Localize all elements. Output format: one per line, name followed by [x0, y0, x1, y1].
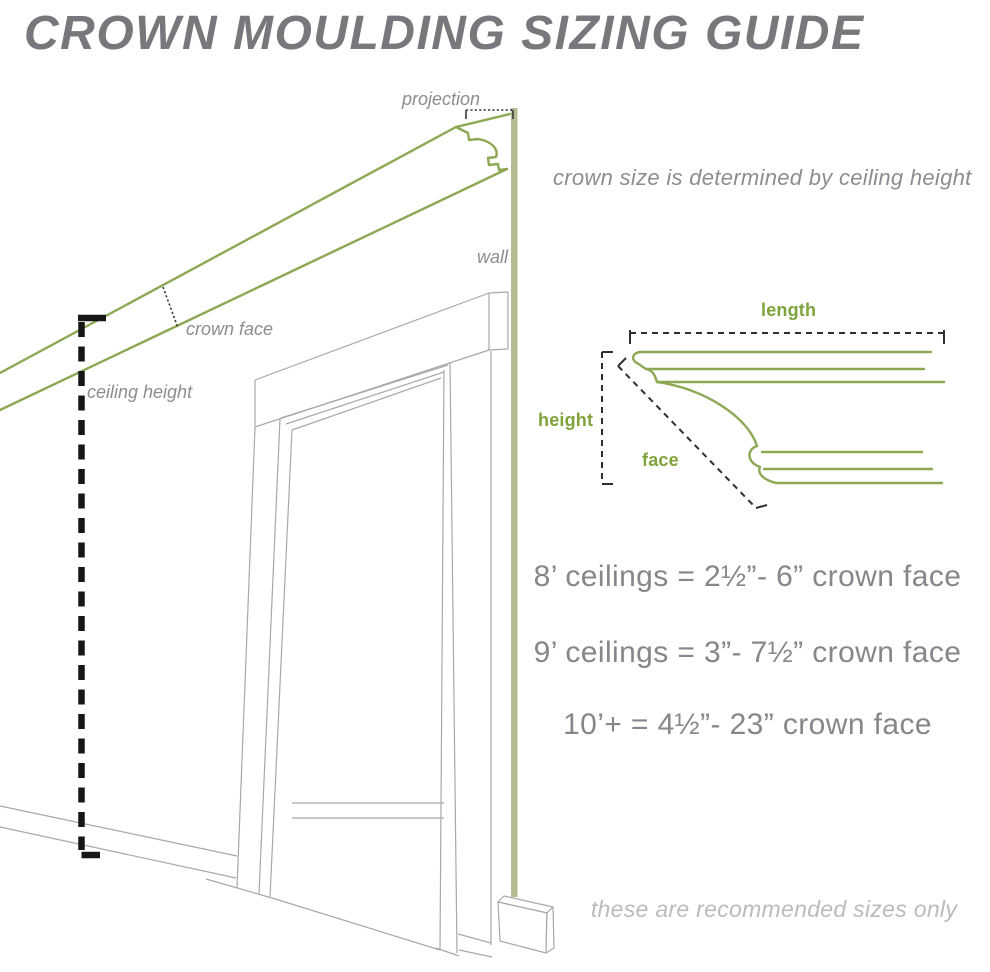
length-label: length [761, 300, 817, 320]
footer-note: these are recommended sizes only [590, 896, 958, 922]
profile-top-steps [632, 350, 659, 384]
length-dimension-line [629, 330, 945, 344]
wall-label: wall [477, 247, 509, 267]
door-head-line-1 [280, 364, 449, 419]
profile-bottom-steps [748, 444, 778, 485]
sizing-rule-8ft: 8’ ceilings = 2½”- 6” crown face [533, 560, 962, 593]
face-dimension-line [617, 357, 768, 509]
floor-line-left [205, 878, 273, 899]
sizing-rule-9ft: 9’ ceilings = 3”- 7½” crown face [533, 636, 962, 669]
sizing-rule-10ft: 10’+ = 4½”- 23” crown face [563, 708, 932, 741]
height-label: height [538, 410, 594, 430]
floor-line-right [457, 933, 493, 958]
wall-edge-band [511, 108, 518, 897]
right-jamb-edge [439, 369, 445, 951]
face-label: face [642, 450, 679, 470]
crown-profile-cross-section [601, 330, 946, 509]
door-frame-drawing [0, 291, 555, 958]
doorway-top-edge [291, 377, 442, 431]
crown-bottom-edge-line [0, 167, 509, 412]
door-header-return-top [488, 291, 509, 294]
baseboard-bottom [0, 826, 237, 879]
door-header-return-side [488, 292, 509, 351]
crown-top-edge-line [0, 125, 458, 375]
crown-moulding-drawing [0, 112, 512, 412]
left-casing-inner [258, 418, 281, 895]
wall-perspective-drawing [0, 108, 555, 958]
page-title: CROWN MOULDING SIZING GUIDE [24, 7, 865, 60]
profile-cove-curve [655, 380, 759, 448]
floor-line-doorway [271, 897, 441, 951]
projection-dimension-line [465, 109, 514, 119]
door-head-line-2 [285, 371, 445, 425]
right-casing-bottom-cut [435, 947, 460, 957]
crown-ceiling-edge [454, 112, 512, 129]
crown-size-note: crown size is determined by ceiling heig… [553, 165, 972, 190]
plinth-block [497, 895, 555, 954]
crown-face-label: crown face [186, 319, 274, 339]
baseboard-top [0, 805, 238, 857]
projection-label: projection [402, 89, 481, 109]
ceiling-height-dashed-line [78, 314, 106, 859]
ceiling-height-label: ceiling height [87, 382, 193, 402]
right-casing-outer [449, 362, 458, 954]
chair-rail-lines [292, 802, 444, 819]
left-jamb-edge [269, 429, 293, 898]
door-header-top-edge [254, 292, 490, 381]
left-casing-outer [236, 426, 256, 889]
crown-profile-outline [454, 125, 509, 172]
crown-face-dimension-line [162, 286, 179, 329]
height-dimension-line [601, 351, 613, 485]
